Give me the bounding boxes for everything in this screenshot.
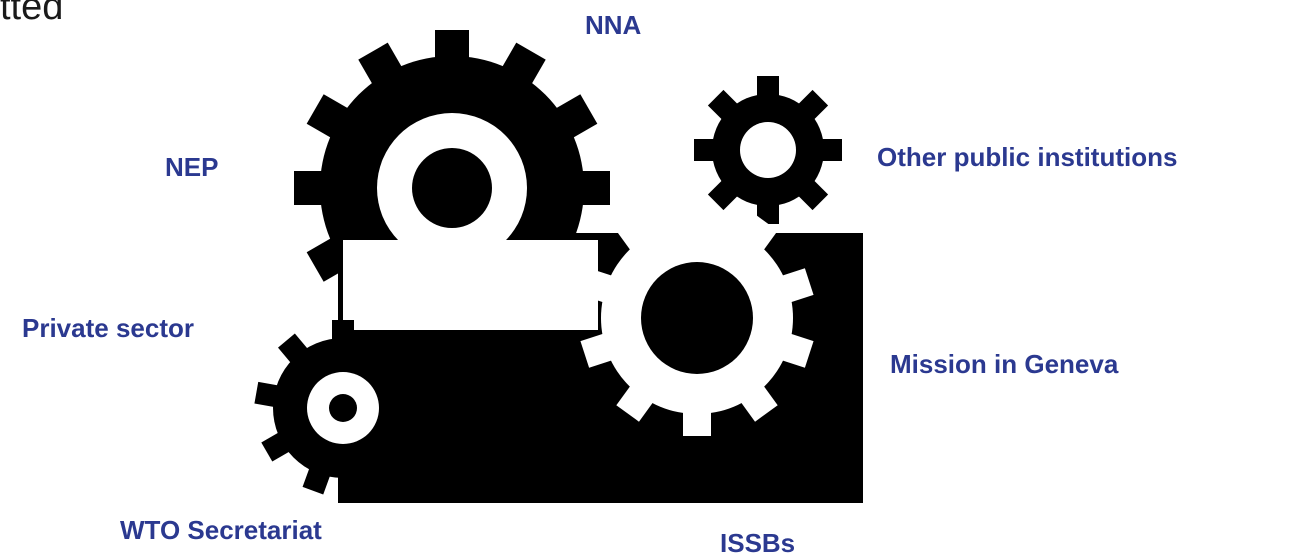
label-nep: NEP xyxy=(165,152,219,182)
gear-tooth xyxy=(306,94,361,145)
gear-tooth xyxy=(568,171,610,205)
gear-tooth xyxy=(435,30,469,72)
label-wto-secretariat: WTO Secretariat xyxy=(120,515,322,545)
gear-tooth xyxy=(294,171,336,205)
small-gear-icon xyxy=(694,76,842,224)
label-mission-in-geneva: Mission in Geneva xyxy=(890,349,1119,379)
gear-tooth xyxy=(358,42,409,97)
bottom-left-gear-icon xyxy=(254,320,432,495)
white-gear-icon xyxy=(580,200,814,436)
partial-heading-text: tted xyxy=(0,0,64,28)
gear-tooth xyxy=(495,42,546,97)
label-issbs: ISSBs xyxy=(720,528,796,558)
label-nna: NNA xyxy=(585,10,642,40)
label-other-public-institutions: Other public institutions xyxy=(877,142,1178,172)
white-panel xyxy=(343,240,598,330)
label-private-sector: Private sector xyxy=(22,313,194,343)
large-gear-icon xyxy=(294,30,610,346)
gear-tooth xyxy=(543,94,598,145)
